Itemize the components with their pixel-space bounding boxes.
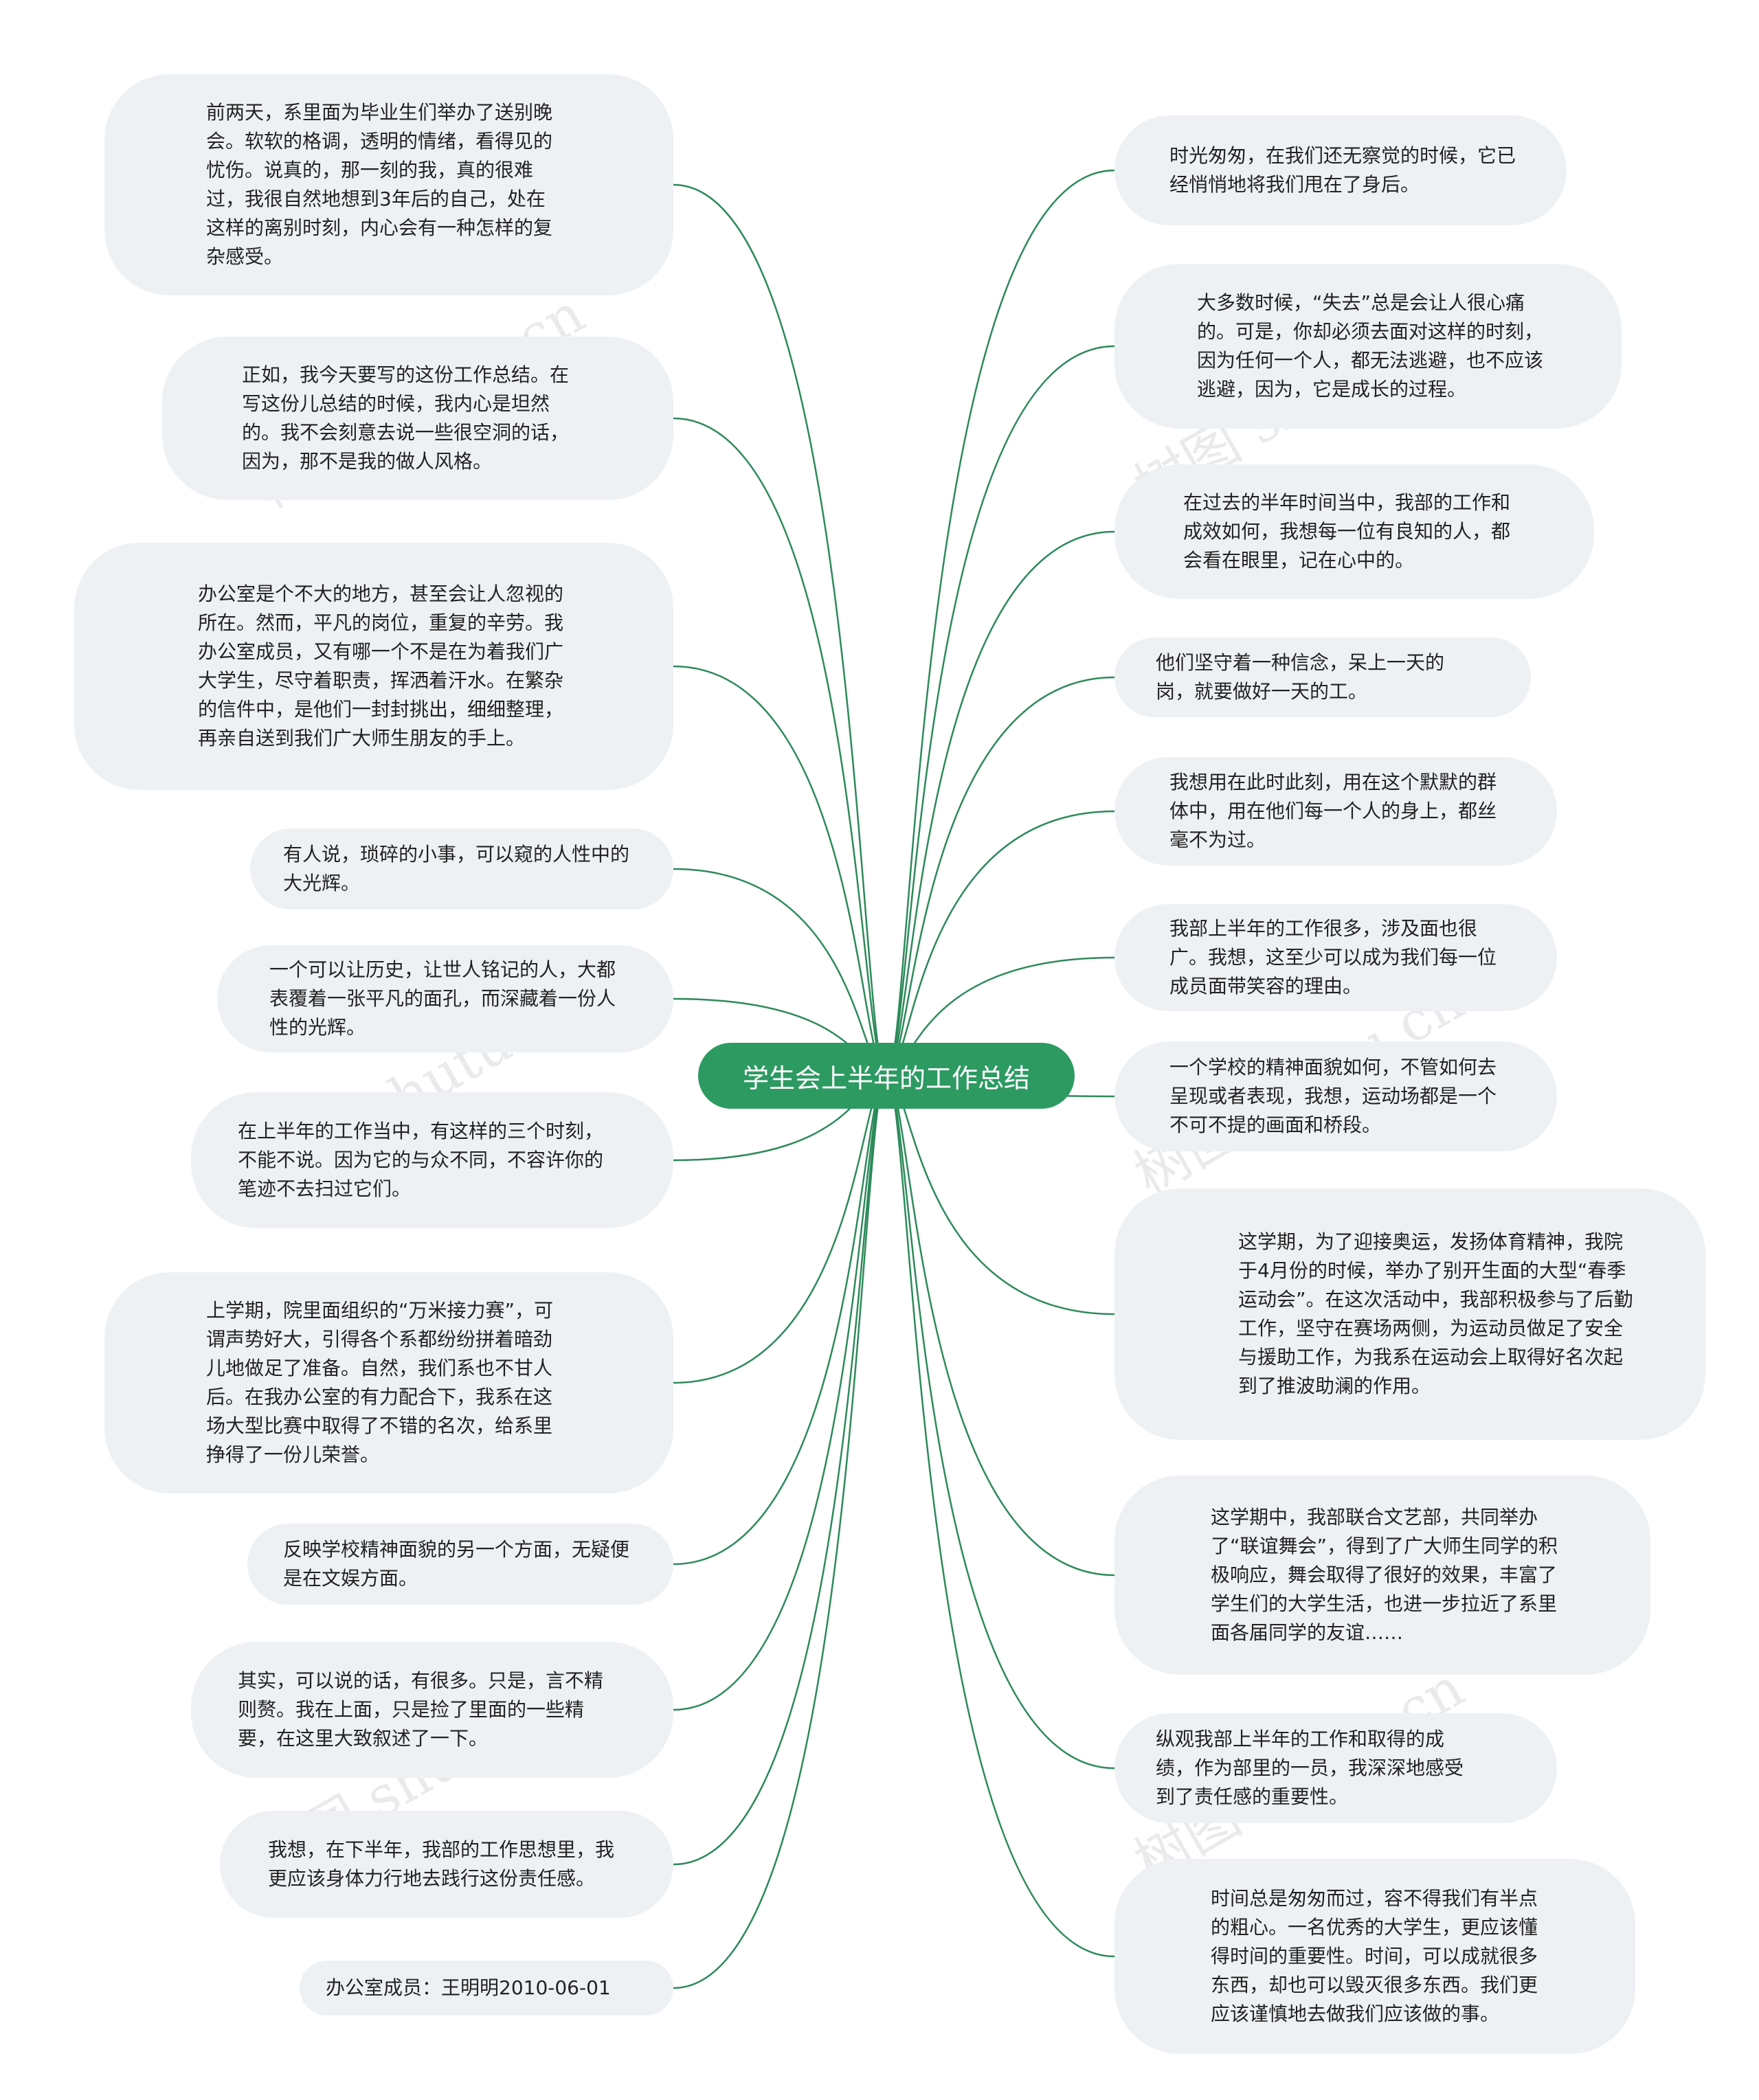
right-connector-9 [886,1074,1115,1577]
right-topic-text: 他们坚守着一种信念，呆上一天的岗，就要做好一天的工。 [1156,651,1445,703]
left-topic-4[interactable]: 有人说，琐碎的小事，可以窥的人性中的大光辉。 [250,828,673,910]
right-topic-5[interactable]: 我想用在此时此刻，用在这个默默的群体中，用在他们每一个人的身上，都丝毫不为过。 [1114,757,1557,866]
right-connector-1 [885,169,1115,1077]
right-connector-10 [886,1074,1115,1770]
left-connector-1 [673,183,888,1077]
right-topic-11[interactable]: 时间总是匆匆而过，容不得我们有半点的粗心。一名优秀的大学生，更应该懂得时间的重要… [1114,1859,1635,2054]
right-topic-text: 这学期中，我部联合文艺部，共同举办了“联谊舞会”，得到了广大师生同学的积极响应，… [1211,1506,1558,1644]
right-topic-text: 这学期，为了迎接奥运，发扬体育精神，我院于4月份的时候，举办了别开生面的大型“春… [1238,1230,1633,1397]
right-connector-4 [886,676,1115,1077]
right-topic-text: 在过去的半年时间当中，我部的工作和成效如何，我想每一位有良知的人，都会看在眼里，… [1183,491,1511,572]
right-topic-text: 大多数时候，“失去”总是会让人很心痛的。可是，你却必须去面对这样的时刻，因为任何… [1197,291,1544,400]
left-topic-text: 办公室成员：王明明2010-06-01 [326,1976,611,1999]
left-connector-9 [673,1074,887,1711]
left-topic-6[interactable]: 在上半年的工作当中，有这样的三个时刻，不能不说。因为它的与众不同，不容许你的笔迹… [191,1092,673,1228]
right-connector-2 [886,345,1115,1077]
right-topic-3[interactable]: 在过去的半年时间当中，我部的工作和成效如何，我想每一位有良知的人，都会看在眼里，… [1114,464,1594,599]
right-topic-4[interactable]: 他们坚守着一种信念，呆上一天的岗，就要做好一天的工。 [1114,637,1531,717]
left-topic-text: 反映学校精神面貌的另一个方面，无疑便是在文娱方面。 [283,1538,630,1590]
left-topic-text: 一个可以让历史，让世人铭记的人，大都表覆着一张平凡的面孔，而深藏着一份人性的光辉… [269,958,616,1039]
left-topic-8[interactable]: 反映学校精神面貌的另一个方面，无疑便是在文娱方面。 [247,1524,673,1605]
left-topic-text: 有人说，琐碎的小事，可以窥的人性中的大光辉。 [283,843,630,894]
left-topic-7[interactable]: 上学期，院里面组织的“万米接力赛”，可谓声势好大，引得各个系都纷纷拼着暗劲儿地做… [104,1272,673,1493]
left-topic-1[interactable]: 前两天，系里面为毕业生们举办了送别晚会。软软的格调，透明的情绪，看得见的忧伤。说… [104,74,673,295]
left-topic-10[interactable]: 我想，在下半年，我部的工作思想里，我更应该身体力行地去践行这份责任感。 [220,1811,673,1918]
right-topic-1[interactable]: 时光匆匆，在我们还无察觉的时候，它已经悄悄地将我们甩在了身后。 [1114,115,1567,225]
left-topic-3[interactable]: 办公室是个不大的地方，甚至会让人忽视的所在。然而，平凡的岗位，重复的辛劳。我办公… [74,543,673,790]
right-topic-text: 时间总是匆匆而过，容不得我们有半点的粗心。一名优秀的大学生，更应该懂得时间的重要… [1211,1887,1538,2025]
left-topic-text: 上学期，院里面组织的“万米接力赛”，可谓声势好大，引得各个系都纷纷拼着暗劲儿地做… [206,1299,554,1466]
right-connector-5 [886,810,1115,1077]
right-connector-3 [886,530,1115,1077]
right-topic-text: 纵观我部上半年的工作和取得的成绩，作为部里的一员，我深深地感受到了责任感的重要性… [1156,1728,1464,1808]
left-topic-text: 其实，可以说的话，有很多。只是，言不精则赘。我在上面，只是捡了里面的一些精要，在… [238,1669,604,1750]
left-topic-text: 在上半年的工作当中，有这样的三个时刻，不能不说。因为它的与众不同，不容许你的笔迹… [238,1120,604,1200]
central-topic[interactable]: 学生会上半年的工作总结 [698,1043,1075,1109]
left-topic-5[interactable]: 一个可以让历史，让世人铭记的人，大都表覆着一张平凡的面孔，而深藏着一份人性的光辉… [217,945,673,1052]
right-topic-text: 一个学校的精神面貌如何，不管如何去呈现或者表现，我想，运动场都是一个不可不提的画… [1169,1056,1497,1136]
left-topic-text: 前两天，系里面为毕业生们举办了送别晚会。软软的格调，透明的情绪，看得见的忧伤。说… [206,101,553,268]
right-topic-10[interactable]: 纵观我部上半年的工作和取得的成绩，作为部里的一员，我深深地感受到了责任感的重要性… [1114,1713,1557,1823]
right-topic-2[interactable]: 大多数时候，“失去”总是会让人很心痛的。可是，你却必须去面对这样的时刻，因为任何… [1114,264,1622,429]
left-connector-10 [673,1074,887,1866]
left-connector-8 [673,1074,887,1566]
right-topic-text: 我部上半年的工作很多，涉及面也很广。我想，这至少可以成为我们每一位成员面带笑容的… [1169,917,1497,997]
left-connector-11 [673,1074,888,1989]
right-connector-11 [885,1074,1115,1958]
right-topic-7[interactable]: 一个学校的精神面貌如何，不管如何去呈现或者表现，我想，运动场都是一个不可不提的画… [1114,1041,1557,1151]
left-topic-text: 我想，在下半年，我部的工作思想里，我更应该身体力行地去践行这份责任感。 [268,1838,615,1890]
left-topic-9[interactable]: 其实，可以说的话，有很多。只是，言不精则赘。我在上面，只是捡了里面的一些精要，在… [191,1642,673,1778]
left-topic-2[interactable]: 正如，我今天要写的这份工作总结。在写这份儿总结的时候，我内心是坦然的。我不会刻意… [162,337,673,500]
left-topic-text: 正如，我今天要写的这份工作总结。在写这份儿总结的时候，我内心是坦然的。我不会刻意… [242,363,570,473]
right-topic-6[interactable]: 我部上半年的工作很多，涉及面也很广。我想，这至少可以成为我们每一位成员面带笑容的… [1114,904,1557,1011]
right-topic-text: 我想用在此时此刻，用在这个默默的群体中，用在他们每一个人的身上，都丝毫不为过。 [1169,771,1497,851]
left-topic-11[interactable]: 办公室成员：王明明2010-06-01 [300,1961,673,2016]
right-topic-8[interactable]: 这学期，为了迎接奥运，发扬体育精神，我院于4月份的时候，举办了别开生面的大型“春… [1114,1188,1705,1440]
left-topic-text: 办公室是个不大的地方，甚至会让人忽视的所在。然而，平凡的岗位，重复的辛劳。我办公… [198,583,564,749]
right-connector-8 [886,1074,1115,1316]
left-connector-2 [673,417,887,1077]
right-topic-9[interactable]: 这学期中，我部联合文艺部，共同举办了“联谊舞会”，得到了广大师生同学的积极响应，… [1114,1476,1650,1675]
right-topic-text: 时光匆匆，在我们还无察觉的时候，它已经悄悄地将我们甩在了身后。 [1169,144,1516,196]
